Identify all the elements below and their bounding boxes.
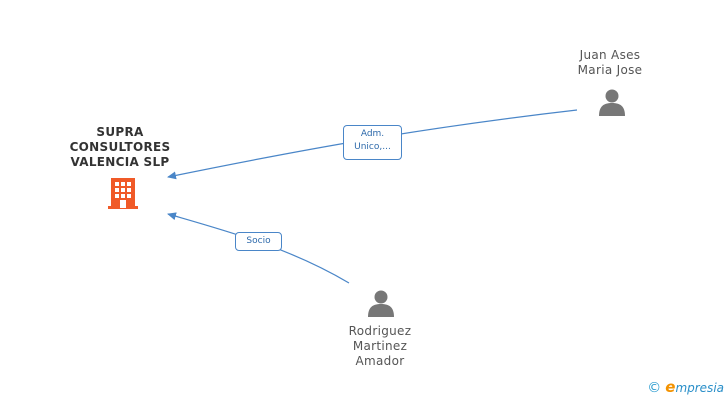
company-name[interactable]: SUPRA CONSULTORES VALENCIA SLP	[69, 125, 171, 169]
building-icon[interactable]	[108, 176, 138, 210]
person-name-rodriguez-martinez[interactable]: Rodriguez Martinez Amador	[348, 324, 412, 368]
edge-label-adm-unico[interactable]: Adm. Unico,...	[343, 125, 402, 160]
person-name-juan-ases[interactable]: Juan Ases Maria Jose	[577, 48, 643, 77]
person-icon[interactable]	[367, 289, 395, 317]
person-icon[interactable]	[598, 88, 626, 116]
empresia-logo: ©empresia	[647, 378, 724, 396]
edge-label-socio[interactable]: Socio	[235, 232, 282, 251]
